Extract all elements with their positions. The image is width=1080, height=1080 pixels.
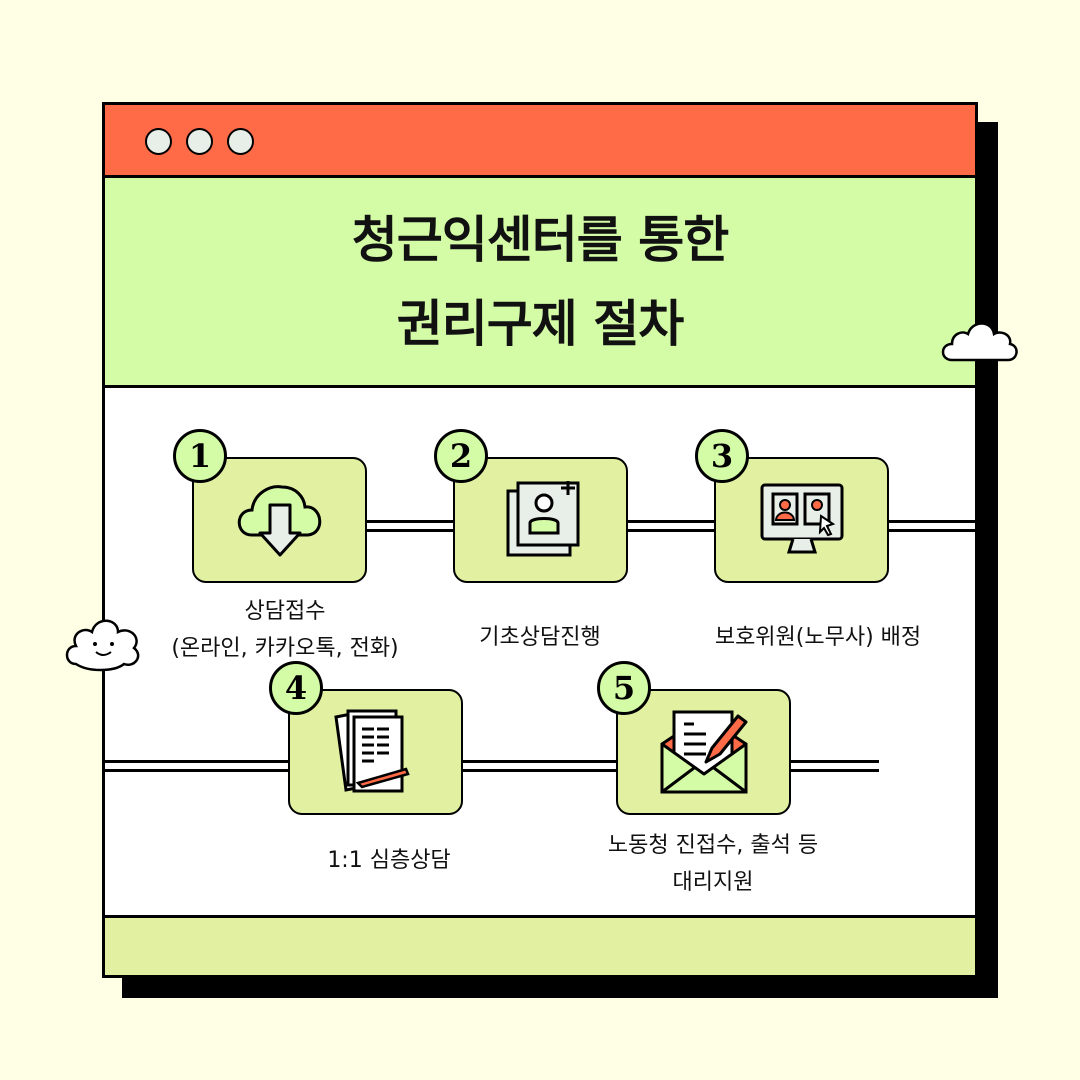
smiling-cloud-icon bbox=[65, 619, 140, 672]
window: 청근익센터를 통한 권리구제 절차 1 상담접수 (온라인, 카카오톡, 전화)… bbox=[102, 102, 978, 978]
window-dot[interactable] bbox=[186, 128, 213, 155]
page-title-line1: 청근익센터를 통한 bbox=[351, 210, 729, 269]
step-4-label-line: 1:1 심층상담 bbox=[327, 848, 451, 873]
step-2-label: 기초상담진행 bbox=[380, 619, 700, 656]
step-4-badge: 4 bbox=[269, 661, 323, 715]
step-1-badge: 1 bbox=[173, 429, 227, 483]
step-2-card bbox=[453, 457, 628, 583]
step-1-card bbox=[192, 457, 367, 583]
step-2-badge: 2 bbox=[434, 429, 488, 483]
cloud-download-icon bbox=[237, 485, 321, 557]
step-3-card bbox=[714, 457, 889, 583]
video-call-monitor-icon bbox=[760, 483, 843, 554]
step-1-label: 상담접수 (온라인, 카카오톡, 전화) bbox=[125, 593, 445, 667]
window-dot[interactable] bbox=[145, 128, 172, 155]
step-4-label: 1:1 심층상담 bbox=[229, 842, 549, 879]
step-3-label: 보호위원(노무사) 배정 bbox=[658, 619, 978, 656]
step-3-label-line: 보호위원(노무사) 배정 bbox=[714, 625, 922, 650]
step-1-label-line: 상담접수 bbox=[244, 599, 326, 624]
step-4-card bbox=[288, 689, 463, 815]
window-dot[interactable] bbox=[227, 128, 254, 155]
envelope-letter-pencil-icon bbox=[660, 710, 747, 794]
title-bar bbox=[105, 105, 975, 178]
add-user-icon bbox=[506, 481, 579, 557]
header: 청근익센터를 통한 권리구제 절차 bbox=[105, 178, 975, 388]
step-5-badge: 5 bbox=[597, 661, 651, 715]
footer-bar bbox=[105, 915, 975, 975]
step-5-label: 노동청 진접수, 출석 등 대리지원 bbox=[553, 827, 873, 901]
step-5-label-line: 노동청 진접수, 출석 등 bbox=[607, 833, 819, 858]
step-5-card bbox=[616, 689, 791, 815]
documents-pen-icon bbox=[333, 709, 410, 793]
step-5-label-line: 대리지원 bbox=[672, 870, 754, 895]
step-1-label-line: (온라인, 카카오톡, 전화) bbox=[171, 636, 399, 661]
page-title-line2: 권리구제 절차 bbox=[396, 294, 684, 353]
step-2-label-line: 기초상담진행 bbox=[479, 625, 601, 650]
step-3-badge: 3 bbox=[695, 429, 749, 483]
cloud-icon bbox=[941, 322, 1018, 362]
